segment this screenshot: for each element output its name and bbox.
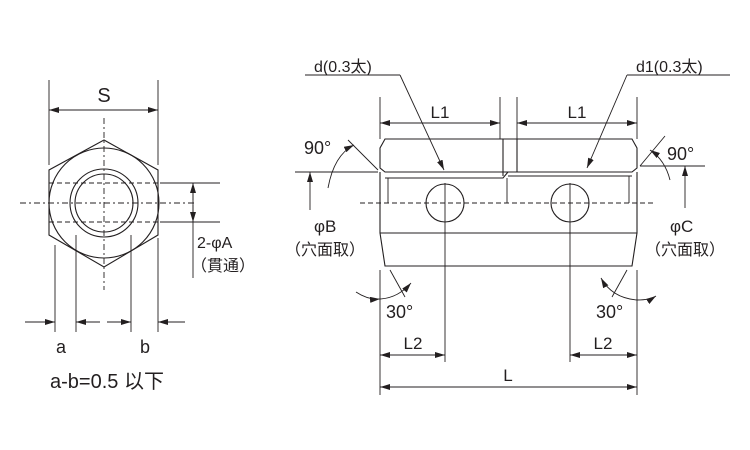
front-view: S 2-φA （貫通） a b a-b=0.5 以下 (20, 80, 255, 393)
angle-left-bottom: 30° (386, 302, 413, 322)
knurl-left-label: d(0.3太) (314, 58, 372, 76)
phi-c-label: φC (670, 217, 693, 236)
hex-outline (48, 139, 159, 268)
a-label: a (56, 337, 67, 357)
s-label: S (97, 85, 110, 107)
angle-right-bottom: 30° (596, 302, 623, 322)
phi-c-note: （穴面取） (645, 241, 725, 259)
phi-b-label: φB (314, 217, 336, 236)
side-view: L1 L1 d(0.3太) d1(0.3太) 90° φB （穴面取） 90° … (285, 58, 730, 395)
l1-left-label: L1 (431, 103, 450, 122)
angle-left-top: 90° (304, 138, 331, 158)
hole-label: 2-φA (197, 235, 233, 252)
angle-right-top: 90° (667, 144, 694, 164)
knurl-right-label: d1(0.3太) (636, 58, 703, 76)
l2-right-label: L2 (594, 334, 613, 353)
l1-right-label: L1 (568, 103, 587, 122)
knurled-band (379, 138, 638, 173)
hole-note: （貫通） (191, 257, 255, 275)
tolerance-note: a-b=0.5 以下 (50, 371, 164, 393)
b-label: b (140, 337, 150, 357)
l2-left-label: L2 (404, 334, 423, 353)
phi-b-note: （穴面取） (285, 241, 365, 259)
length-label: L (503, 366, 512, 385)
